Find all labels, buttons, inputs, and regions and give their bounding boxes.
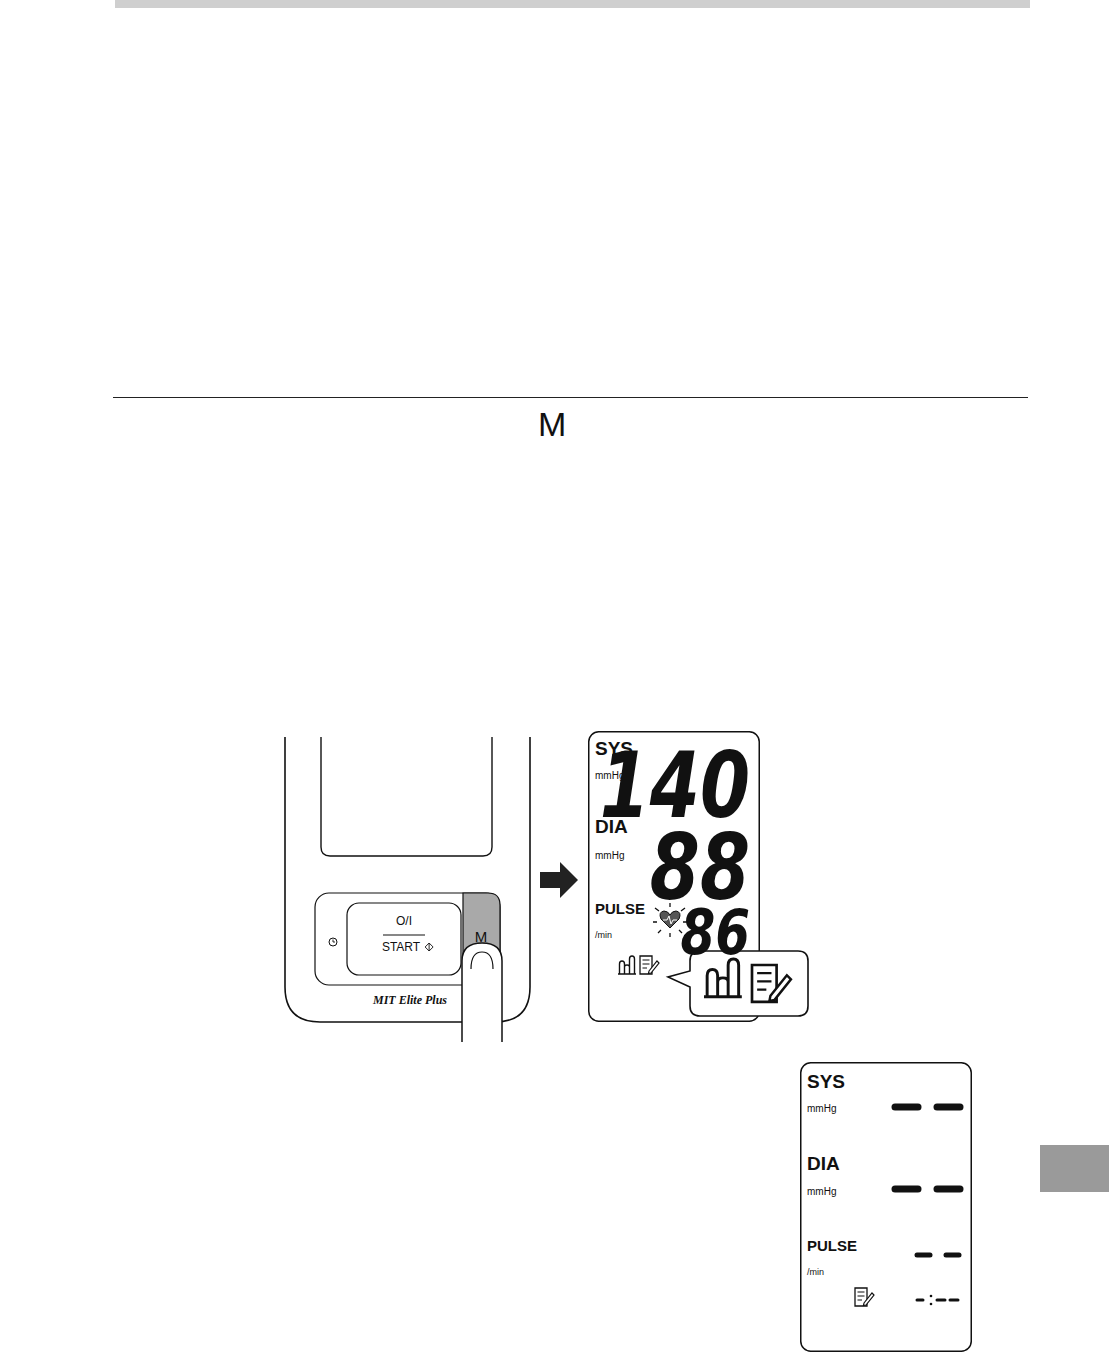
sys-label: SYS bbox=[807, 1072, 845, 1091]
section-heading-symbol: M bbox=[538, 407, 566, 441]
pulse-label: PULSE bbox=[595, 901, 645, 916]
start-label: START bbox=[382, 941, 420, 953]
finger bbox=[285, 737, 530, 1022]
unit-label: mmHg bbox=[595, 851, 624, 861]
power-label: O/I bbox=[396, 915, 412, 927]
memory-button: M bbox=[463, 893, 500, 985]
dia-value: 88 bbox=[650, 823, 750, 913]
pulse-label: PULSE bbox=[807, 1238, 857, 1253]
button-outline bbox=[347, 903, 461, 975]
pulse-value: 86 bbox=[680, 901, 750, 964]
dia-label: DIA bbox=[595, 817, 628, 836]
model-name: MIT Elite Plus bbox=[373, 994, 447, 1006]
unit-label: mmHg bbox=[807, 1104, 836, 1114]
unit-label: /min bbox=[807, 1268, 824, 1277]
unit-label: /min bbox=[595, 931, 612, 940]
device-housing: MIT Elite Plus O/I START M bbox=[285, 737, 530, 1022]
dia-label: DIA bbox=[807, 1154, 840, 1173]
lcd-display: SYSmmHg140DIAmmHg88PULSE/min86 bbox=[588, 731, 760, 1022]
memory-label: M bbox=[475, 929, 488, 944]
start-button: O/I START bbox=[347, 903, 461, 975]
housing-outline bbox=[285, 737, 530, 1022]
unit-label: mmHg bbox=[807, 1187, 836, 1197]
lcd-display-empty: SYSmmHgDIAmmHgPULSE/min bbox=[800, 1062, 972, 1352]
block-arrow bbox=[540, 862, 578, 898]
